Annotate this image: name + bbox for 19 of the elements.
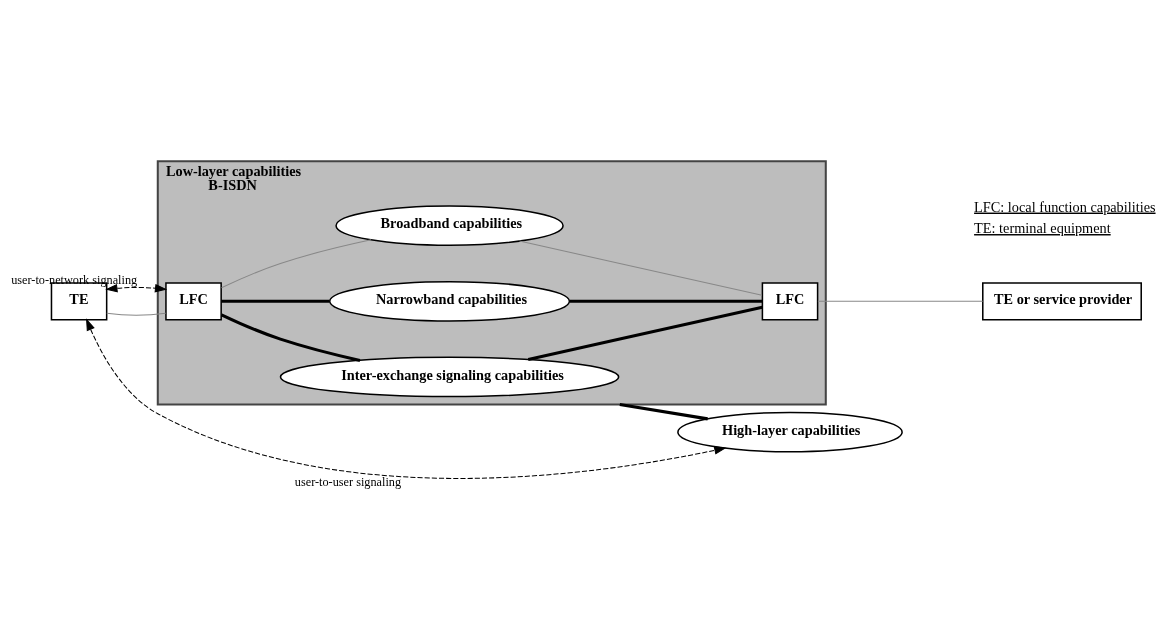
node-ellipse: Narrowband capabilities [328,280,571,322]
edge-label: user-to-user signaling [294,475,402,490]
connector [518,240,763,296]
node-box: TE or service provider [982,282,1142,321]
node-ellipse: Broadband capabilities [335,205,564,247]
connector [569,299,763,303]
label: LFC: local function capabilities [974,198,1156,215]
connector [106,312,167,316]
node-box: LFC [761,282,819,321]
connector [221,299,330,303]
arrow [105,283,168,293]
node-ellipse: Inter-exchange signaling capabilities [279,356,620,398]
arrow [86,318,727,479]
connector [817,300,984,302]
connector [220,313,361,362]
label: TE: terminal equipment [974,220,1111,237]
node-box: LFC [165,282,222,321]
connector [527,305,763,362]
connector [221,239,372,289]
